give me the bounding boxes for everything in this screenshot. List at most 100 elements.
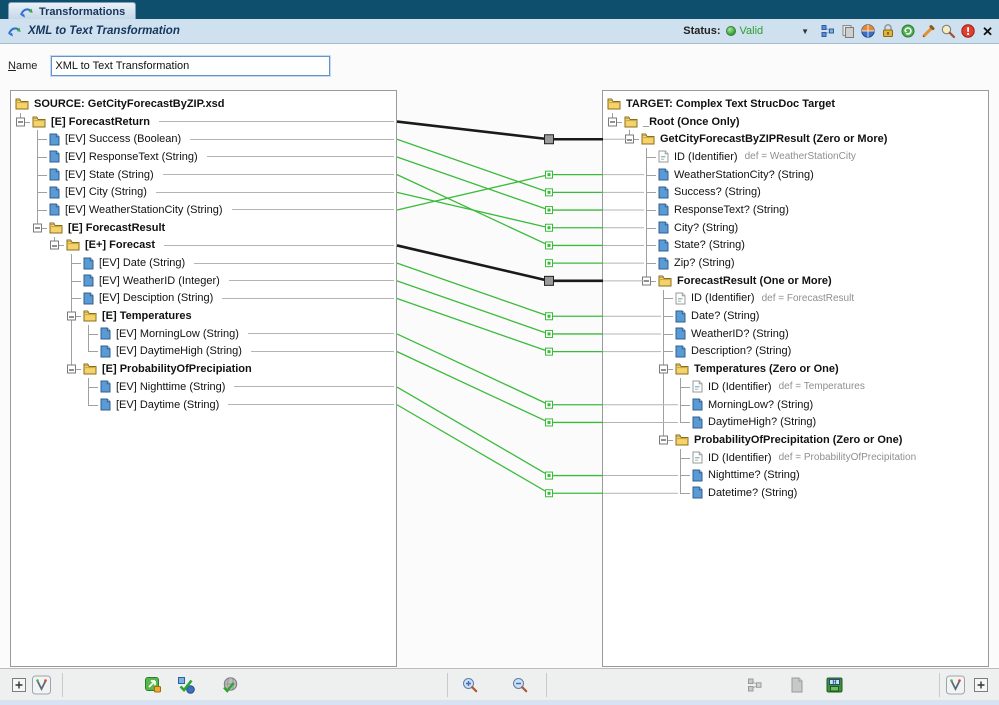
tree-row[interactable]: ResponseText? (String) [603,201,988,219]
expander-icon[interactable] [66,311,76,321]
validate-button[interactable] [32,675,51,695]
tree-row[interactable]: [EV] Date (String) [11,254,396,272]
folder-icon [66,239,80,251]
zoom-out-icon[interactable] [511,676,529,694]
tree-row[interactable]: [EV] ResponseText (String) [11,148,396,166]
save-output-icon[interactable]: H [825,676,844,694]
copy-icon[interactable] [839,23,856,40]
expander-icon[interactable] [32,223,42,233]
expander-icon[interactable] [624,134,634,144]
tree-row[interactable]: Date? (String) [603,307,988,325]
expander-icon[interactable] [15,117,25,127]
zoom-in-icon[interactable] [461,676,479,694]
tree-guide [680,475,690,477]
leader-line [162,174,394,176]
graph-disabled-icon[interactable] [746,676,764,694]
id-icon [658,150,669,163]
leader-line [164,244,394,246]
tree-row[interactable]: Zip? (String) [603,254,988,272]
expander-icon[interactable] [658,435,668,445]
status-ok-icon [725,26,736,36]
leader-line [228,404,394,406]
tree-guide [37,192,47,194]
validate-mapping-icon[interactable] [221,676,239,694]
web-service-icon[interactable] [859,23,876,40]
expander-icon[interactable] [66,364,76,374]
validate-button[interactable] [946,675,965,695]
leaf-icon [100,398,111,411]
tree-row[interactable]: GetCityForecastByZIPResult (Zero or More… [603,130,988,148]
leaf-icon [100,380,111,393]
tree-row[interactable]: Datetime? (String) [603,484,988,502]
tree-guide [37,139,47,141]
lock-icon[interactable] [879,23,896,40]
header-toolbar [819,23,976,40]
tree-row[interactable]: _Root (Once Only) [603,112,988,131]
tree-label: [E+] Forecast [85,239,155,252]
tree-row[interactable]: ForecastResult (One or More) [603,271,988,290]
tree-row[interactable]: City? (String) [603,218,988,237]
tree-row[interactable]: ProbabilityOfPrecipitation (Zero or One) [603,431,988,449]
expand-button[interactable] [12,678,26,692]
tree-row[interactable]: [E] ForecastReturn [11,112,396,131]
tree-row[interactable]: [EV] Daytime (String) [11,395,396,414]
tree-row[interactable]: DaytimeHigh? (String) [603,413,988,432]
expander-icon[interactable] [641,276,651,286]
tree-row[interactable]: WeatherID? (String) [603,324,988,343]
tree-row[interactable]: Description? (String) [603,342,988,361]
tree-row[interactable]: Success? (String) [603,183,988,202]
chevron-down-icon[interactable]: ▼ [801,26,810,36]
tree-row[interactable]: [EV] WeatherID (Integer) [11,271,396,290]
tree-row[interactable]: [EV] Desciption (String) [11,289,396,308]
close-icon[interactable]: ✕ [982,23,993,39]
expander-icon[interactable] [49,240,59,250]
tree-row[interactable]: [E] Temperatures [11,307,396,325]
tree-guide [71,263,81,265]
search-icon[interactable] [939,23,956,40]
id-icon [675,292,686,305]
tree-row[interactable]: [E] ProbabilityOfPrecipiation [11,360,396,378]
tree-row[interactable]: ID (Identifier)def = ForecastResult [603,289,988,308]
tree-row[interactable]: [EV] Nighttime (String) [11,378,396,396]
run-transformation-icon[interactable] [144,676,162,694]
name-input[interactable] [50,55,332,77]
expander-icon[interactable] [607,117,617,127]
svg-text:H: H [833,680,837,686]
edit-icon[interactable] [919,23,936,40]
tree-row[interactable]: [EV] City (String) [11,183,396,202]
tree-row[interactable]: [E+] Forecast [11,236,396,255]
tree-guide [71,342,72,361]
tree-row[interactable]: State? (String) [603,236,988,255]
tree-row[interactable]: ID (Identifier)def = WeatherStationCity [603,148,988,166]
expander-icon[interactable] [658,364,668,374]
tree-row[interactable]: MorningLow? (String) [603,395,988,414]
tree-row[interactable]: [EV] DaytimeHigh (String) [11,342,396,361]
tree-row[interactable]: Nighttime? (String) [603,466,988,485]
expand-button[interactable] [974,678,988,692]
document-disabled-icon[interactable] [788,676,806,694]
leaf-icon [658,186,669,199]
tree-row[interactable]: WeatherStationCity? (String) [603,165,988,184]
error-icon[interactable] [959,23,976,40]
tab-transformations[interactable]: Transformations [8,2,137,20]
tree-row[interactable]: [EV] Success (Boolean) [11,130,396,149]
tree-row[interactable]: TARGET: Complex Text StrucDoc Target [603,95,988,113]
refresh-icon[interactable] [899,23,916,40]
tree-row[interactable]: ID (Identifier)def = Temperatures [603,378,988,396]
tree-row[interactable]: [E] ForecastResult [11,218,396,237]
tree-row[interactable]: SOURCE: GetCityForecastByZIP.xsd [11,95,396,113]
folder-icon [49,222,63,234]
tree-row[interactable]: ID (Identifier)def = ProbabilityOfPrecip… [603,448,988,467]
tab-bar: Transformations [0,0,999,20]
tree-guide [646,263,656,265]
tree-row[interactable]: Temperatures (Zero or One) [603,360,988,378]
tree-guide [37,209,47,211]
mapping-graph-icon[interactable] [819,23,836,40]
identifier-default: def = WeatherStationCity [744,151,856,163]
tree-row[interactable]: [EV] MorningLow (String) [11,324,396,343]
auto-map-icon[interactable] [177,676,195,694]
leaf-icon [692,469,703,482]
tree-row[interactable]: [EV] WeatherStationCity (String) [11,201,396,219]
tree-row[interactable]: [EV] State (String) [11,165,396,184]
tree-label: ResponseText? (String) [674,203,789,216]
